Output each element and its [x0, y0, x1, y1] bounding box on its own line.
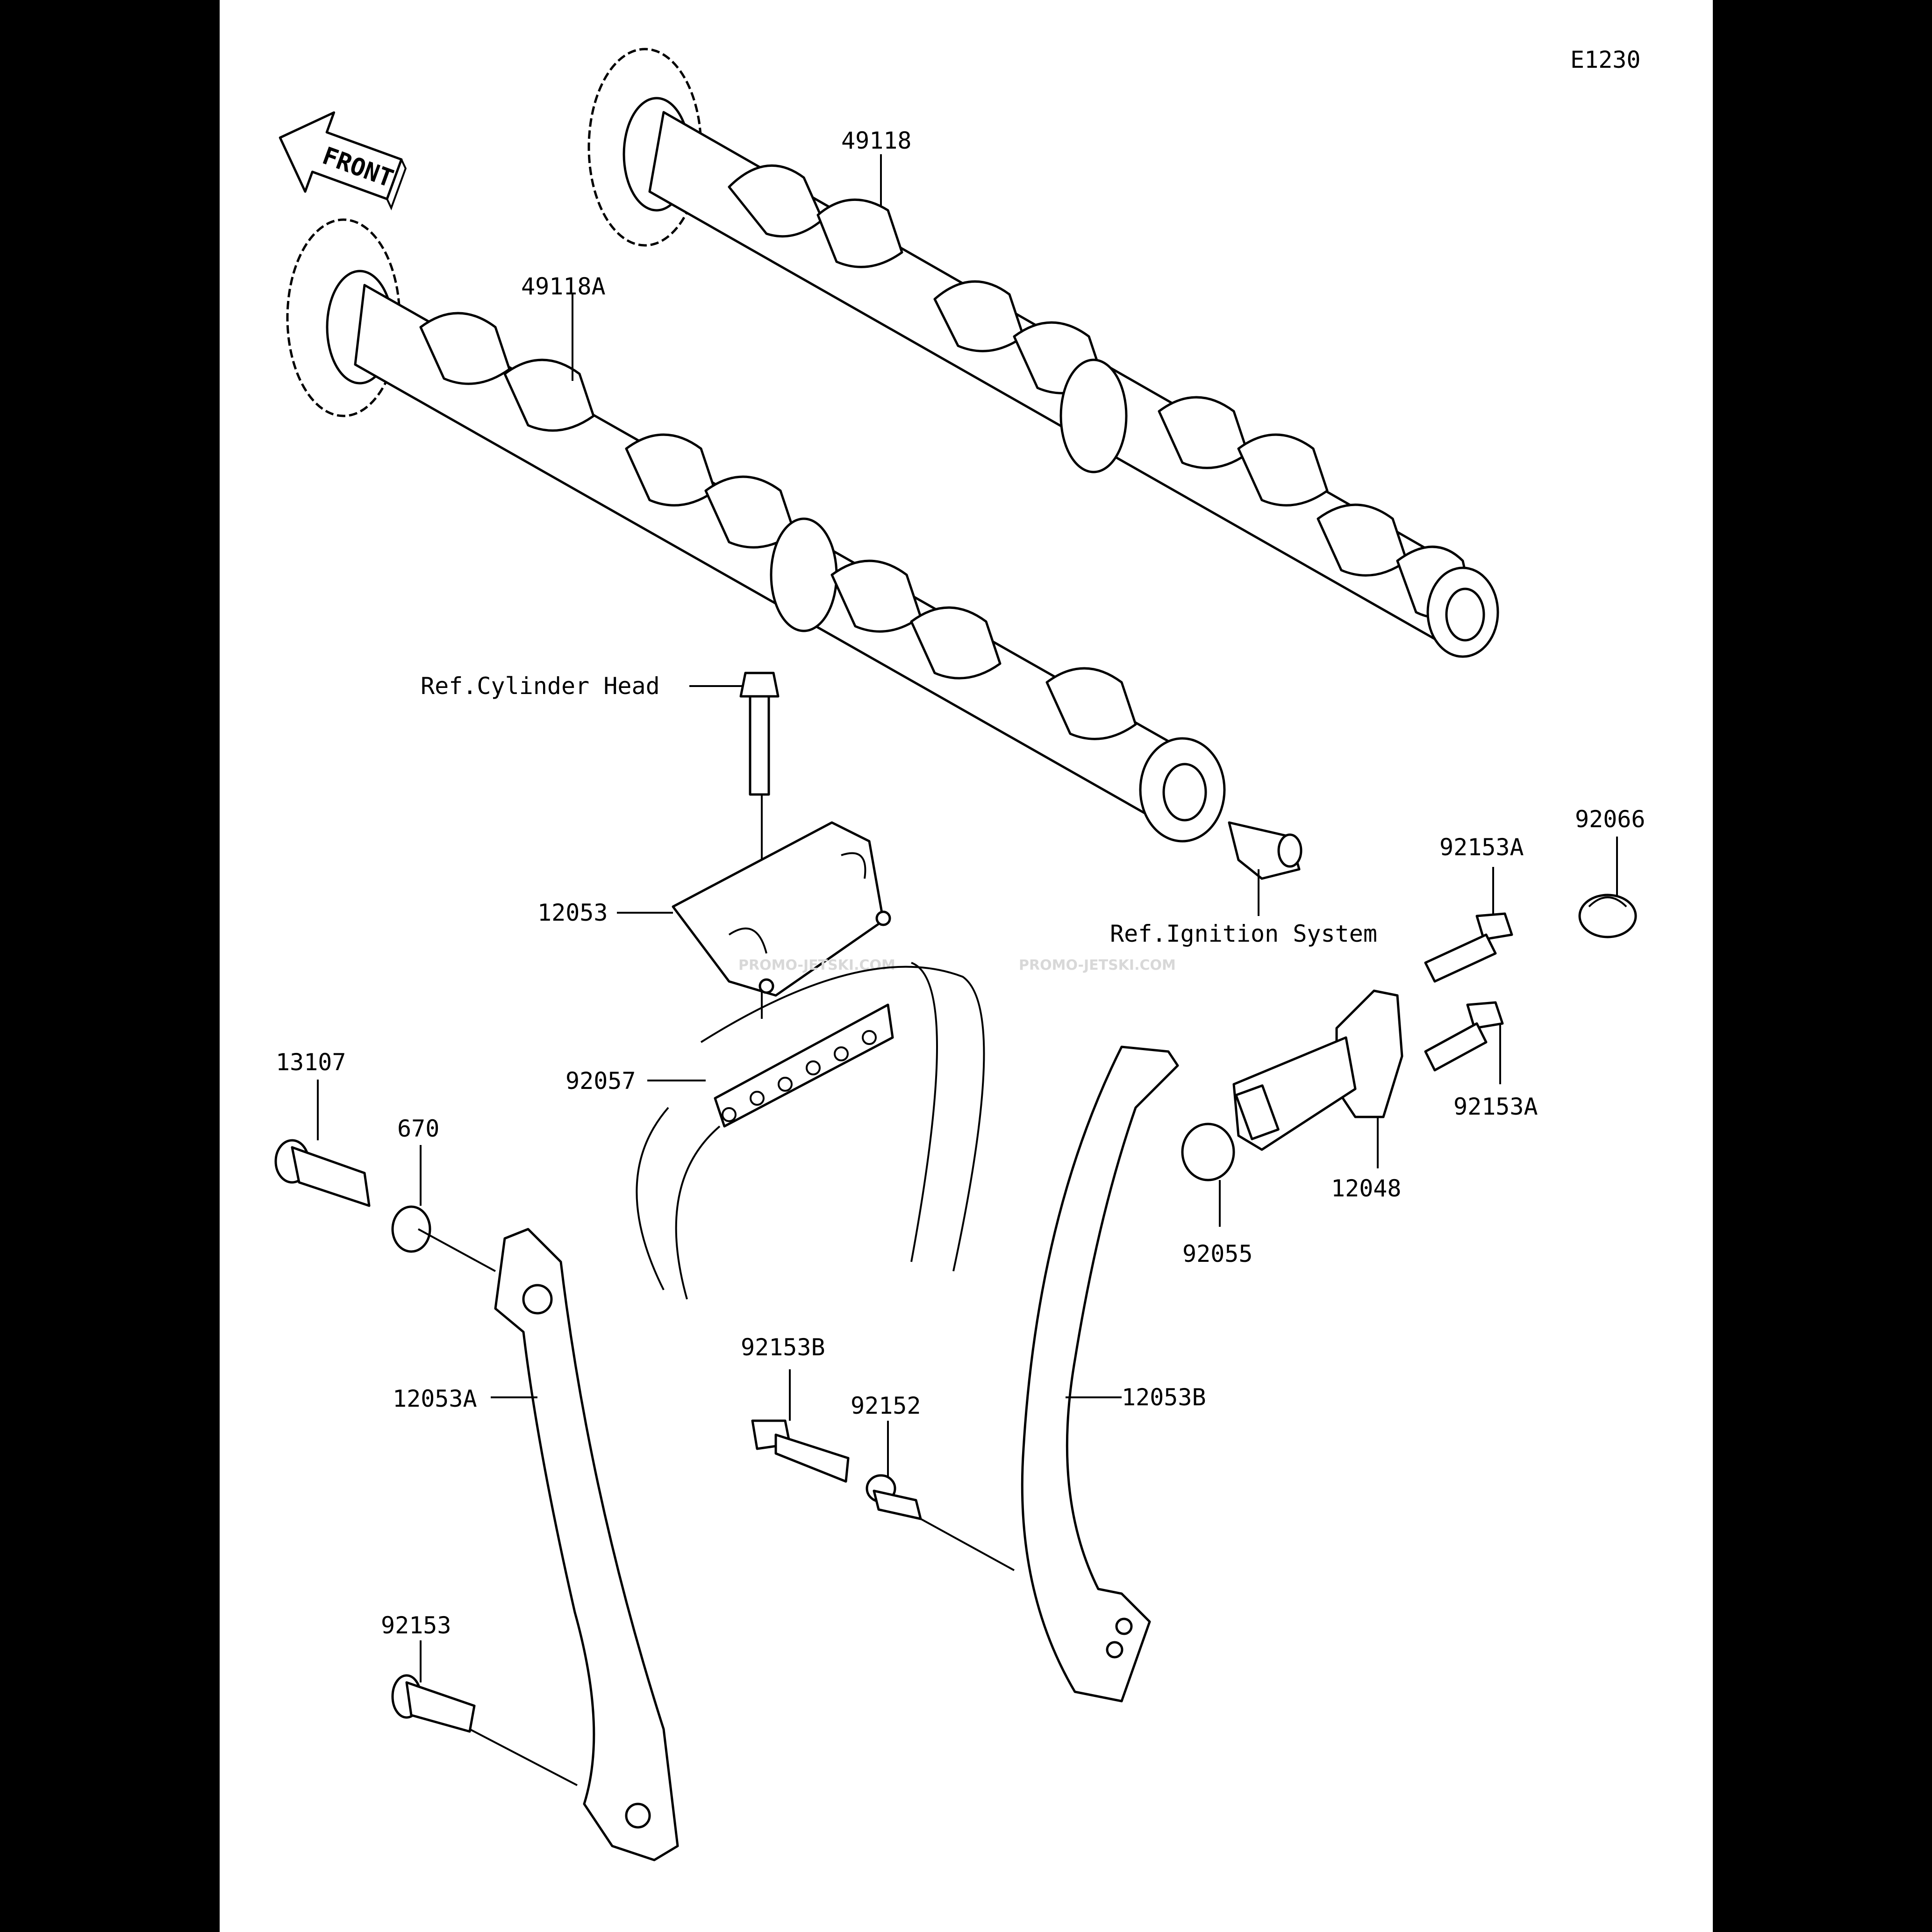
label-92055: 92055 [1182, 1240, 1253, 1267]
label-92153: 92153 [381, 1612, 451, 1639]
tensioner-bolt-bottom [1424, 1001, 1504, 1072]
label-12053A: 12053A [393, 1385, 477, 1412]
label-92153A-top: 92153A [1439, 834, 1524, 861]
cylinder-head-bolt [739, 672, 780, 796]
label-12053: 12053 [537, 899, 608, 926]
cap-bolt [1578, 894, 1637, 938]
label-49118: 49118 [841, 127, 912, 154]
label-49118A: 49118A [521, 273, 606, 300]
tensioner-bolt-top [1424, 912, 1513, 983]
watermark-2: PROMO-JETSKI.COM [1019, 957, 1176, 973]
guide-bolt [391, 1674, 476, 1733]
label-92153A-bottom: 92153A [1453, 1093, 1538, 1120]
pin [274, 1139, 371, 1207]
chain-guide-front [1021, 1045, 1179, 1703]
label-92066: 92066 [1575, 806, 1646, 833]
label-92153B: 92153B [741, 1334, 825, 1361]
camshaft-exhaust [286, 218, 1226, 843]
label-92152: 92152 [851, 1392, 921, 1419]
label-13107: 13107 [276, 1049, 346, 1076]
label-12048: 12048 [1331, 1175, 1402, 1202]
oring-pin [391, 1205, 431, 1253]
front-arrow-icon: FRONT [279, 111, 407, 211]
diagram-code: E1230 [1570, 46, 1641, 73]
camshaft-intake [587, 48, 1499, 658]
cam-chain [636, 962, 985, 1300]
ignition-rotor [1228, 821, 1302, 880]
collar [866, 1474, 922, 1520]
chain-guide-upper [672, 821, 891, 997]
flange-bolt [751, 1419, 850, 1483]
label-ref-cylinder-head: Ref.Cylinder Head [421, 673, 660, 700]
label-12053B: 12053B [1122, 1384, 1206, 1411]
chain-guide-rear [494, 1228, 679, 1861]
label-92057: 92057 [565, 1067, 636, 1095]
tensioner-body [1232, 989, 1403, 1151]
label-ref-ignition-system: Ref.Ignition System [1110, 920, 1377, 947]
watermark: PROMO-JETSKI.COM [738, 957, 895, 973]
label-670: 670 [397, 1115, 439, 1142]
oring-tensioner [1181, 1123, 1235, 1181]
